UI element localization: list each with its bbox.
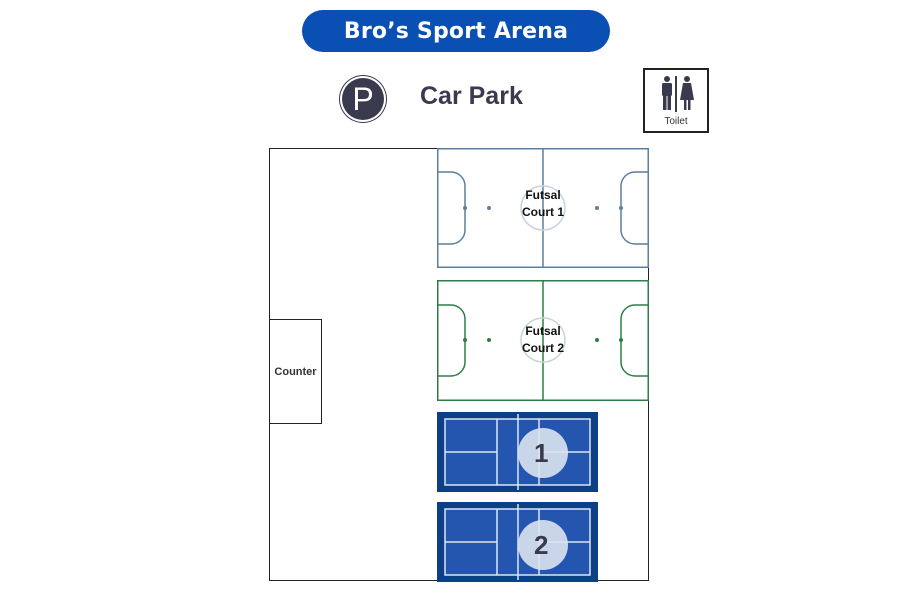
futsal-court-1: Futsal Court 1 [437, 148, 649, 268]
pickleball-court-lines [437, 502, 598, 582]
counter: Counter [269, 319, 322, 424]
futsal-court-2: Futsal Court 2 [437, 280, 649, 401]
toilet-sign: Toilet [643, 68, 709, 133]
futsal-pitch-lines [437, 148, 649, 268]
arena-title-banner: Bro’s Sport Arena [302, 10, 610, 52]
pickleball-court-1: 1 [437, 412, 598, 492]
pickleball-court-2: 2 [437, 502, 598, 582]
toilet-label: Toilet [664, 116, 688, 127]
pickleball-court-lines [437, 412, 598, 492]
futsal-pitch-lines [437, 280, 649, 401]
pickleball-court-2-number: 2 [534, 530, 549, 560]
pickleball-court-1-number: 1 [534, 438, 549, 468]
restroom-icon [662, 76, 694, 112]
car-park-label: Car Park [420, 82, 523, 110]
futsal-court-2-label: Futsal Court 2 [522, 324, 564, 355]
parking-icon: P [340, 76, 386, 122]
futsal-court-1-label: Futsal Court 1 [522, 188, 564, 219]
arena-title: Bro’s Sport Arena [343, 18, 569, 44]
